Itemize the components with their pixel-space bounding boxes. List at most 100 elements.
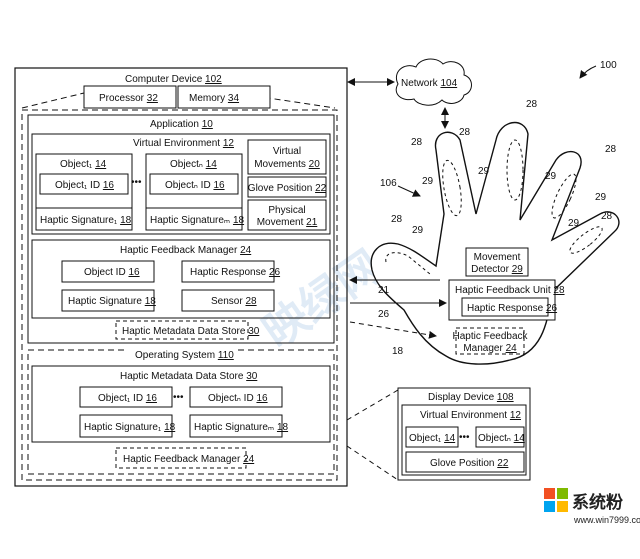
svg-text:Haptic Feedback: Haptic Feedback [452,331,528,342]
memory-box: Memory 34 [177,85,271,109]
svg-text:Detector 29: Detector 29 [471,264,523,275]
display-link-lines [346,389,399,481]
os-object1-id: Object₁ ID 16 [79,386,173,408]
svg-text:Objectₙ ID 16: Objectₙ ID 16 [208,393,268,404]
svg-text:Virtual Environment 12: Virtual Environment 12 [133,138,234,149]
os-haptic-signature1: Haptic Signature₁ 18 [79,414,176,438]
actuator-ref-5: 29 [412,225,424,236]
svg-text:Movements 20: Movements 20 [254,159,320,170]
objects-ellipsis: ••• [131,177,142,188]
svg-text:Processor 32: Processor 32 [99,93,158,104]
physical-movement-box: Physical Movement 21 [247,199,327,231]
sensor-ref-1: 28 [411,137,423,148]
display-device-box: Display Device 108 [397,387,531,481]
processor-connector [21,92,336,109]
site-url-text: www.win7999.com [573,515,640,525]
svg-text:Haptic Metadata Data Store 30: Haptic Metadata Data Store 30 [122,326,260,337]
virtual-environment-box: Virtual Environment 12 [31,133,331,235]
svg-text:Haptic Signature 18: Haptic Signature 18 [68,296,156,307]
computer-device: Computer Device 102 [14,67,348,487]
svg-text:Objectₙ ID 16: Objectₙ ID 16 [165,180,225,191]
os-objectn-id: Objectₙ ID 16 [189,386,283,408]
display-ellipsis: ••• [459,432,470,443]
movement-detector-box: Movement Detector 29 [465,247,529,277]
figure-number-leader [579,65,597,79]
svg-text:Haptic Signatureₘ 18: Haptic Signatureₘ 18 [194,422,289,433]
sensor-ref-5: 28 [391,214,403,225]
svg-text:Object₁ 14: Object₁ 14 [409,433,456,444]
os-haptic-feedback-manager: Haptic Feedback Manager 24 [115,447,255,469]
sensor-ref-4: 28 [601,211,613,222]
memory-contents-outline [21,109,338,481]
svg-text:Object ID 16: Object ID 16 [84,267,140,278]
glove-ref: 106 [380,178,397,189]
svg-text:Haptic Metadata Data Store 30: Haptic Metadata Data Store 30 [120,371,258,382]
processor-box: Processor 32 [83,85,177,109]
hfm-haptic-signature-box: Haptic Signature 18 [61,289,156,312]
os-ellipsis: ••• [173,392,184,403]
actuator-ref-1: 29 [422,176,434,187]
svg-text:Memory 34: Memory 34 [189,93,239,104]
arrow-21-label: 21 [378,285,390,296]
hfm-sensor-box: Sensor 28 [181,289,275,312]
svg-text:Haptic Signature₁ 18: Haptic Signature₁ 18 [40,215,132,226]
svg-text:Objectₙ 14: Objectₙ 14 [170,159,217,170]
svg-text:Objectₙ 14: Objectₙ 14 [478,433,525,444]
actuator-ref-6: 29 [595,192,607,203]
hfm-object-id-box: Object ID 16 [61,260,155,283]
os-haptic-signaturem: Haptic Signatureₘ 18 [189,414,289,438]
haptic-glove-outline [370,122,620,365]
svg-text:Network 104: Network 104 [401,78,458,89]
svg-text:Display Device 108: Display Device 108 [428,392,514,403]
haptic-feedback-manager-box: Haptic Feedback Manager 24 [31,239,331,319]
svg-text:Movement: Movement [474,252,521,263]
svg-text:Manager 24: Manager 24 [463,343,517,354]
svg-text:Virtual: Virtual [273,146,301,157]
svg-text:Movement 21: Movement 21 [257,217,318,228]
display-virtual-environment-box: Virtual Environment 12 [401,404,527,476]
svg-text:Haptic Feedback Unit 28: Haptic Feedback Unit 28 [455,285,565,296]
glove-haptic-feedback-manager: Haptic Feedback Manager 24 [452,327,529,355]
os-haptic-metadata-store: Haptic Metadata Data Store 30 [31,365,331,443]
svg-text:Virtual Environment 12: Virtual Environment 12 [420,410,521,421]
app-haptic-metadata-store: Haptic Metadata Data Store 30 [115,320,260,340]
application-box: Application 10 [27,114,335,344]
svg-text:Object₁ ID 16: Object₁ ID 16 [55,180,114,191]
sensor-ref-6: 28 [459,127,471,138]
objectn-box: Objectₙ 14 Objectₙ ID 16 Haptic Signatur… [145,153,245,231]
glove-position-box: Glove Position 22 [247,176,327,198]
svg-text:Operating System 110: Operating System 110 [135,350,234,361]
operating-system-box: Operating System 110 [27,347,335,475]
svg-text:Computer Device 102: Computer Device 102 [125,74,222,85]
display-object1: Object₁ 14 [405,426,459,448]
display-objectn: Objectₙ 14 [475,426,525,448]
svg-text:Sensor 28: Sensor 28 [211,296,257,307]
svg-text:Application 10: Application 10 [150,119,213,130]
overlay-watermark: 映绿网 [255,242,391,358]
svg-text:Glove Position 22: Glove Position 22 [248,183,327,194]
actuator-ref-3: 29 [545,171,557,182]
sensor-ref-3: 28 [605,144,617,155]
svg-text:Glove Position 22: Glove Position 22 [430,458,509,469]
object1-box: Object₁ 14 Object₁ ID 16 Haptic Signatur… [35,153,133,231]
svg-text:Haptic Signatureₘ 18: Haptic Signatureₘ 18 [150,215,245,226]
arrow-18 [349,321,437,339]
network-cloud: Network 104 [395,58,472,106]
svg-text:Object₁ 14: Object₁ 14 [60,159,107,170]
hfm-haptic-response-box: Haptic Response 26 [181,260,280,283]
actuator-ref-2: 29 [478,166,490,177]
virtual-movements-box: Virtual Movements 20 [247,139,327,175]
svg-text:Haptic Feedback Manager 24: Haptic Feedback Manager 24 [120,245,252,256]
figure-number: 100 [600,60,617,71]
svg-text:Haptic Signature₁ 18: Haptic Signature₁ 18 [84,422,176,433]
site-brand-text: 系统粉 [572,492,623,512]
haptic-feedback-unit-box: Haptic Feedback Unit 28 Haptic Response … [448,279,565,321]
svg-text:Haptic Response 26: Haptic Response 26 [467,303,557,314]
display-glove-position: Glove Position 22 [405,451,525,473]
svg-text:Physical: Physical [268,205,305,216]
actuator-ref-4: 29 [568,218,580,229]
windows-logo [544,488,568,512]
svg-text:Haptic Response 26: Haptic Response 26 [190,267,280,278]
svg-text:Haptic Feedback Manager 24: Haptic Feedback Manager 24 [123,454,255,465]
